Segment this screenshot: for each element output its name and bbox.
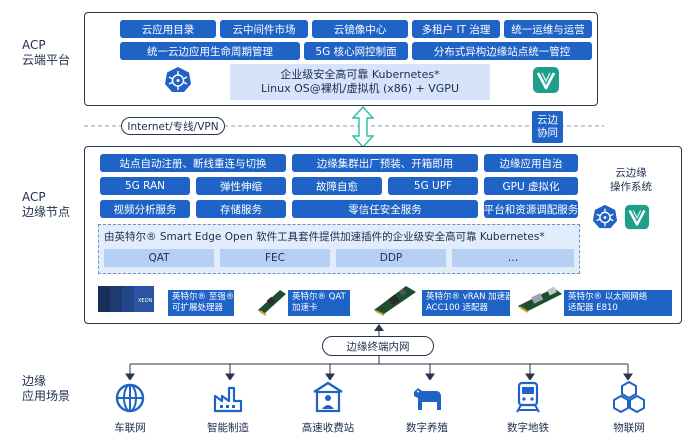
plugin-more: … — [452, 249, 574, 267]
edge-service-video-analytics: 视频分析服务 — [100, 200, 190, 218]
vsphere-logo-icon — [533, 67, 559, 93]
edge-service-auto-register: 站点自动注册、断线重连与切换 — [100, 154, 286, 172]
scene-label-digital-subway: 数字地铁 — [507, 422, 549, 434]
xeon-processor-icon: XEON — [98, 286, 154, 312]
internet-vpn-link: Internet/专线/VPN — [121, 117, 225, 135]
edge-service-platform-resource: 平台和资源调配服务 — [484, 200, 578, 218]
iot-cubes-icon — [613, 381, 645, 413]
layer-label-edge: ACP 边缘节点 — [22, 190, 71, 219]
edge-service-self-healing: 故障自愈 — [292, 177, 382, 195]
scene-label-toll-station: 高速收费站 — [301, 422, 355, 434]
scene-label-connected-vehicles: 车联网 — [114, 422, 146, 434]
cloud-k8s-line2: Linux OS@裸机/虚拟机 (x86) + VGPU — [260, 82, 459, 95]
plugin-fec: FEC — [220, 249, 330, 267]
svg-text:XEON: XEON — [138, 298, 153, 304]
plugin-ddp: DDP — [336, 249, 446, 267]
edge-os-label: 云边缘 操作系统 — [610, 167, 652, 193]
cloud-service-unified-ops: 统一运维与运营 — [504, 20, 592, 38]
cloud-service-image-center: 云镜像中心 — [312, 20, 408, 38]
qat-card-icon — [258, 290, 286, 316]
scene-label-smart-manufacturing: 智能制造 — [207, 422, 249, 434]
edge-service-app-autonomy: 边缘应用自治 — [484, 154, 578, 172]
edge-service-elastic-scaling: 弹性伸缩 — [196, 177, 286, 195]
livestock-icon — [414, 388, 441, 410]
scene-connector-bracket — [125, 356, 633, 380]
plugin-qat: QAT — [104, 249, 214, 267]
ethernet-card-icon — [518, 286, 562, 313]
cloud-k8s-line1: 企业级安全高可靠 Kubernetes* — [280, 68, 440, 81]
hw-card-qat: 英特尔® QAT 加速卡 — [288, 290, 350, 316]
vran-card-icon — [374, 286, 416, 316]
edge-service-gpu-virtualization: GPU 虚拟化 — [484, 177, 578, 195]
edge-service-5g-ran: 5G RAN — [100, 177, 190, 195]
kubernetes-icon — [165, 67, 191, 92]
hw-card-xeon: 英特尔® 至强® 可扩展处理器 — [168, 290, 234, 316]
cloud-k8s-box: 企业级安全高可靠 Kubernetes* Linux OS@裸机/虚拟机 (x8… — [230, 64, 490, 100]
layer-label-scenes: 边缘 应用场景 — [22, 374, 71, 403]
edge-service-5g-upf: 5G UPF — [388, 177, 478, 195]
cloud-service-edge-site-control: 分布式异构边缘站点统一管控 — [412, 42, 592, 60]
cloud-edge-collab-label: 云边 协同 — [532, 111, 563, 143]
subway-icon — [516, 381, 540, 413]
edge-terminal-network: 边缘终端内网 — [322, 336, 434, 356]
scene-label-digital-livestock: 数字养殖 — [406, 422, 448, 434]
layer-label-cloud: ACP 云端平台 — [22, 38, 71, 67]
cloud-service-app-catalog: 云应用目录 — [120, 20, 216, 38]
cloud-service-5g-core: 5G 核心网控制面 — [304, 42, 408, 60]
cloud-service-multitenant-it: 多租户 IT 治理 — [412, 20, 500, 38]
edge-service-preinstalled-cluster: 边缘集群出厂预装、开箱即用 — [292, 154, 478, 172]
edge-service-zero-trust: 零信任安全服务 — [292, 200, 478, 218]
scene-label-iot: 物联网 — [613, 422, 645, 434]
cloud-service-lifecycle: 统一云边应用生命周期管理 — [120, 42, 300, 60]
vsphere-logo-icon — [624, 204, 650, 230]
hw-card-ethernet: 英特尔® 以太网网络 适配器 E810 — [564, 290, 672, 316]
smart-edge-open-title: 由英特尔® Smart Edge Open 软件工具套件提供加速插件的企业级安全… — [104, 231, 545, 243]
edge-service-storage: 存储服务 — [196, 200, 286, 218]
globe-icon — [115, 383, 145, 413]
hw-card-vran: 英特尔® vRAN 加速器 ACC100 适配器 — [422, 290, 514, 316]
cloud-service-middleware-market: 云中间件市场 — [220, 20, 308, 38]
kubernetes-icon — [592, 204, 618, 229]
toll-station-icon — [313, 381, 343, 413]
factory-icon — [213, 386, 243, 413]
cloud-edge-bidirectional-arrow — [352, 106, 374, 148]
